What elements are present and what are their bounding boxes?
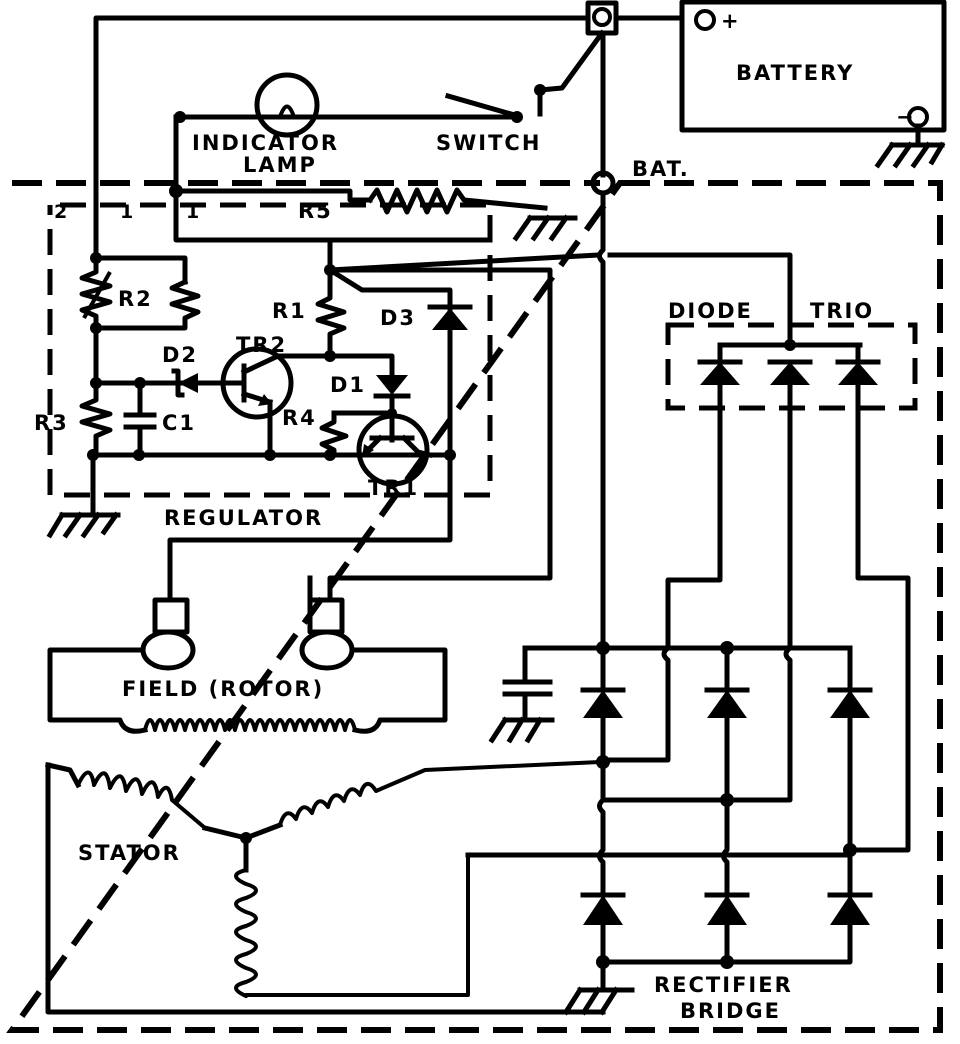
terminal-2-label: 2 bbox=[54, 201, 68, 223]
r2-label: R2 bbox=[118, 287, 153, 311]
stator-label: STATOR bbox=[78, 841, 181, 865]
c1-capacitor-icon bbox=[123, 412, 157, 458]
r3-resistor-icon bbox=[79, 380, 113, 458]
battery-box bbox=[679, 0, 947, 133]
field-rotor-label: FIELD (ROTOR) bbox=[122, 677, 324, 701]
rectifier-capacitor-icon bbox=[502, 679, 553, 723]
rectifier-label-1: RECTIFIER bbox=[654, 973, 793, 997]
d2-zener-icon bbox=[178, 373, 198, 393]
rectifier-capacitor-ground-icon bbox=[488, 716, 555, 744]
r5-ground-icon bbox=[512, 214, 578, 242]
wire-junction-to-switch bbox=[537, 29, 606, 117]
wire-lamp-down bbox=[173, 114, 493, 243]
r2-variable-resistor-icon bbox=[79, 259, 113, 333]
r2-resistor-icon bbox=[93, 278, 201, 331]
d3-diode-icon bbox=[432, 308, 468, 330]
wire-r5 bbox=[173, 188, 373, 203]
regulator-ground-icon bbox=[46, 511, 121, 539]
r1-label: R1 bbox=[272, 299, 307, 323]
battery-positive-terminal bbox=[694, 9, 716, 31]
battery-label: BATTERY bbox=[736, 61, 854, 85]
rectifier-upper-diode-2-icon bbox=[707, 690, 747, 718]
diode-trio: DIODE TRIO bbox=[600, 252, 918, 853]
rectifier-label-2: BRIDGE bbox=[680, 999, 781, 1023]
bat-terminal-label: BAT. bbox=[632, 157, 690, 181]
diode-trio-outline bbox=[665, 322, 918, 411]
rectifier-upper-diode-3-icon bbox=[830, 690, 870, 718]
indicator-lamp-label-2: LAMP bbox=[243, 153, 317, 177]
indicator-lamp-icon bbox=[254, 72, 320, 138]
indicator-lamp-label-1: INDICATOR bbox=[192, 131, 339, 155]
diode-trio-3-icon bbox=[838, 362, 878, 385]
r5-resistor-icon bbox=[366, 187, 548, 215]
battery-positive-sign: + bbox=[721, 9, 741, 33]
battery-ground-icon bbox=[874, 141, 946, 169]
field-rotor: FIELD (ROTOR) bbox=[47, 597, 448, 734]
terminal-1b-label: 1 bbox=[186, 201, 200, 223]
stator-coil-right-icon bbox=[278, 760, 601, 826]
brush-1 bbox=[152, 597, 190, 635]
battery: + BATTERY − bbox=[679, 0, 947, 169]
c1-label: C1 bbox=[162, 411, 196, 435]
r4-resistor-icon bbox=[319, 410, 349, 458]
wire-bat-to-bridge bbox=[597, 190, 606, 651]
rectifier-lower-diode-1-icon bbox=[583, 895, 623, 925]
d1-label: D1 bbox=[330, 373, 366, 397]
rectifier-lower-diode-3-icon bbox=[830, 895, 870, 925]
stator: STATOR bbox=[45, 760, 606, 1015]
regulator-outline bbox=[47, 202, 493, 498]
d3-label: D3 bbox=[380, 306, 416, 330]
rectifier-lower-diode-2-icon bbox=[707, 895, 747, 925]
wire-top-left-loop bbox=[93, 15, 591, 258]
tr1-label: TR1 bbox=[368, 476, 419, 500]
r4-label: R4 bbox=[282, 406, 317, 430]
switch-blade bbox=[444, 92, 522, 120]
diode-trio-1-icon bbox=[700, 362, 740, 385]
r1-resistor-icon bbox=[315, 267, 347, 359]
rectifier-upper-diode-1-icon bbox=[583, 690, 623, 718]
d1-diode-icon bbox=[376, 375, 408, 395]
d2-label: D2 bbox=[162, 343, 198, 367]
alternator-housing-outline bbox=[6, 180, 943, 1033]
stator-coil-bottom-icon bbox=[234, 853, 600, 998]
diode-trio-2-icon bbox=[770, 362, 810, 385]
rectifier-bridge: RECTIFIER BRIDGE bbox=[465, 641, 873, 1023]
rectifier-ground-icon bbox=[562, 986, 635, 1016]
terminal-1-label: 1 bbox=[120, 201, 134, 223]
tr2-label: TR2 bbox=[236, 333, 287, 357]
stator-coil-left-icon bbox=[76, 770, 207, 830]
diode-trio-label-1: DIODE bbox=[668, 299, 753, 323]
switch-label: SWITCH bbox=[436, 131, 541, 155]
regulator-label: REGULATOR bbox=[164, 506, 323, 530]
field-coil-icon bbox=[143, 718, 357, 732]
diode-trio-label-2: TRIO bbox=[810, 299, 874, 323]
bat-junction-terminal bbox=[592, 7, 612, 27]
slip-ring-1 bbox=[140, 629, 196, 671]
slip-ring-2 bbox=[299, 629, 355, 671]
r3-label: R3 bbox=[34, 411, 69, 435]
tr1-transistor-icon bbox=[356, 413, 430, 487]
